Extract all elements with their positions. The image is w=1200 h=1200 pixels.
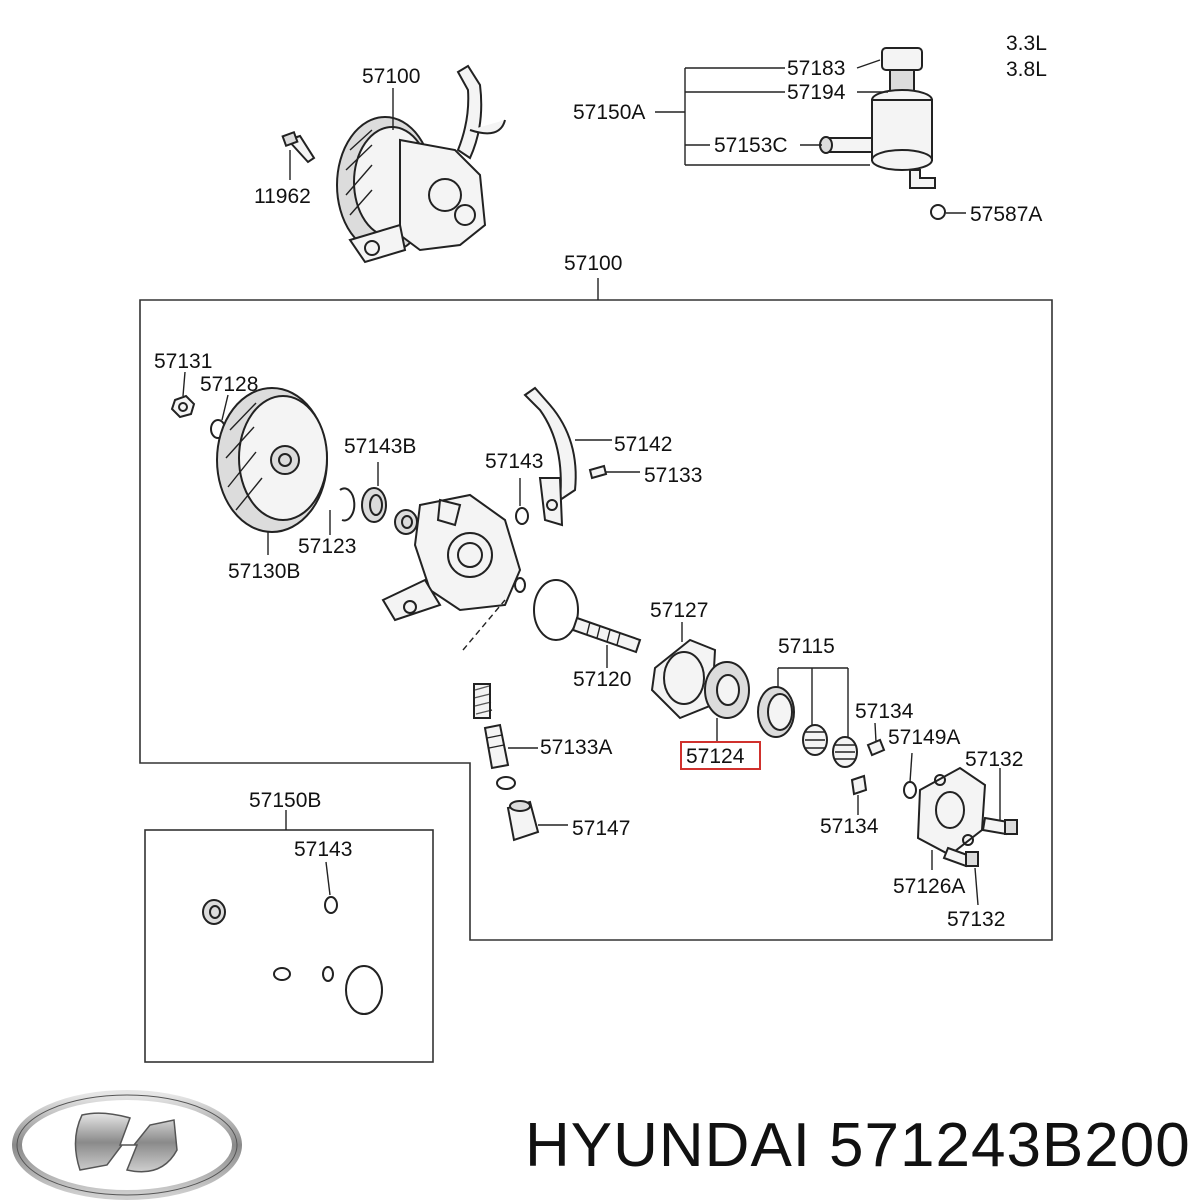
oring-57143[interactable] [515,507,529,525]
rotor[interactable] [802,724,828,756]
reservoir-assembly[interactable] [819,47,946,220]
kit-box [144,829,434,1063]
label-valve: 57133A [540,736,612,759]
label-plate: 57127 [650,599,708,622]
exploded-view-box [139,299,1053,941]
label-kit: 57150B [249,789,321,812]
bolt-11962[interactable] [281,130,316,164]
label-pipe: 57142 [614,433,672,456]
label-res-194: 57194 [787,81,846,104]
label-washer: 57128 [200,373,258,396]
bolt-57132-bottom[interactable] [942,846,979,868]
spring[interactable] [473,683,493,719]
label-ring-set: 57115 [778,635,835,658]
label-selected-part: 57124 [686,745,745,768]
cover-57126a[interactable] [916,766,987,857]
label-oring-149a: 57149A [888,726,960,749]
label-fitting: 57147 [572,817,630,840]
kit-oring-b[interactable] [322,966,334,982]
label-oring-top: 57143 [485,450,543,473]
kit-seal[interactable] [202,899,226,925]
pipe-57142[interactable] [523,386,577,527]
label-shaft: 57120 [573,668,631,691]
pump-body[interactable] [381,493,522,622]
large-oring[interactable] [533,579,579,641]
fitting-57147[interactable] [506,800,540,842]
snap-ring-57123[interactable] [339,487,356,522]
label-pump-top: 57100 [362,65,420,88]
label-bearing: 57143B [344,435,416,458]
oring-57149a[interactable] [903,781,917,799]
valve-57133a[interactable] [483,723,510,770]
label-cover: 57126A [893,875,965,898]
side-plate-57124[interactable] [704,661,750,719]
label-res-cap: 57183 [787,57,845,80]
oil-seal[interactable] [394,509,418,535]
kit-oring-large[interactable] [345,965,383,1015]
label-res-587a: 57587A [970,203,1042,226]
engine-3-3l: 3.3L [1006,32,1047,55]
shaft-57120[interactable] [571,616,642,654]
part-number: 571243B200 [829,1111,1191,1180]
label-res-assy: 57150A [573,101,645,124]
brand-name: HYUNDAI [525,1111,812,1180]
highlight-box [680,741,761,770]
label-pulley: 57130B [228,560,300,583]
body-oring[interactable] [514,577,526,593]
pipe-bolt-57133[interactable] [588,464,608,480]
label-main-box: 57100 [564,252,622,275]
pulley-57130b[interactable] [216,387,328,533]
label-kit-oring: 57143 [294,838,352,861]
label-res-153c: 57153C [714,134,788,157]
hyundai-logo [12,1090,242,1200]
label-pin-bottom: 57134 [820,815,879,838]
label-bolt: 11962 [254,185,311,208]
valve-oring[interactable] [496,776,516,790]
label-snap-ring: 57123 [298,535,356,558]
nut-57131[interactable] [170,394,196,419]
label-pin-top: 57134 [855,700,914,723]
label-pipe-bolt: 57133 [644,464,702,487]
label-bolt-bottom: 57132 [947,908,1005,931]
bolt-57132-top[interactable] [981,816,1018,836]
kit-oring-a[interactable] [273,967,291,981]
engine-3-8l: 3.8L [1006,58,1047,81]
bearing-57143b[interactable] [361,487,387,523]
label-bolt-top: 57132 [965,748,1023,771]
kit-oring-small[interactable] [324,896,338,914]
label-nut: 57131 [154,350,212,373]
pin-57134-top[interactable] [866,738,886,757]
pump-assembly-overview[interactable] [336,64,506,264]
cam-ring-57115[interactable] [757,686,795,738]
pin-57134-bottom[interactable] [850,774,868,796]
plate-57127[interactable] [650,638,717,720]
vanes[interactable] [832,736,858,768]
